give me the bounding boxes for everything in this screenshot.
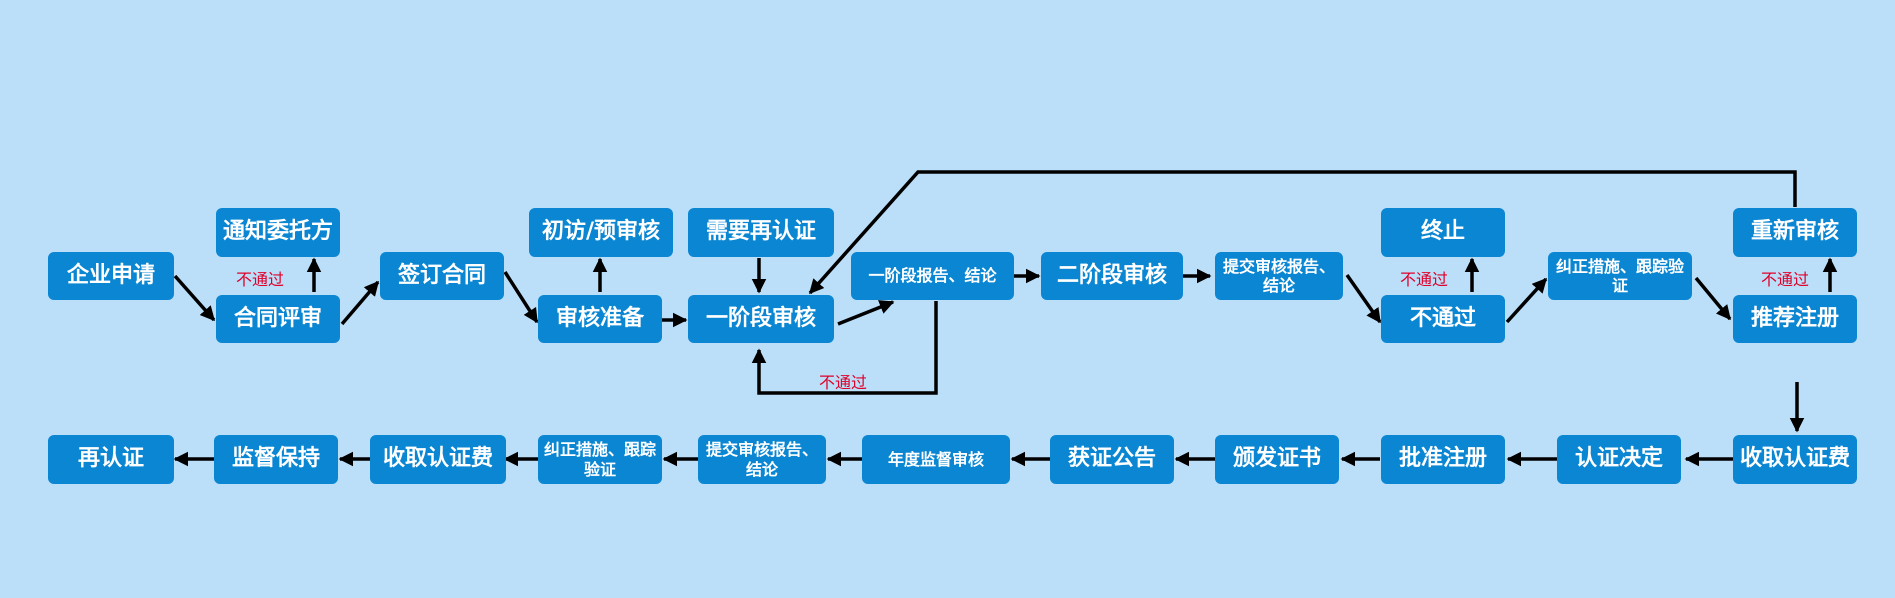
- label-fail-stage1: 不通过: [819, 373, 868, 392]
- node-contract-review: 合同评审: [216, 295, 340, 343]
- node-stage1-report: 一阶段报告、结论: [851, 252, 1014, 300]
- node-approve-registration: 批准注册: [1381, 435, 1505, 484]
- node-sign-contract: 签订合同: [380, 252, 504, 300]
- node-need-recertification: 需要再认证: [688, 208, 834, 257]
- node-failed: 不通过: [1381, 295, 1505, 343]
- arrow-stage1-to-report: [837, 300, 895, 326]
- arrow-report-fail-loop-to-stage1: [751, 301, 938, 395]
- node-certification-decision: 认证决定: [1557, 435, 1681, 484]
- node-corrective-action: 纠正措施、跟踪验证: [1548, 252, 1692, 300]
- arrow-reaudit-loop-to-stage1: [808, 170, 1797, 295]
- node-audit-preparation: 审核准备: [538, 295, 662, 343]
- node-certification-announcement: 获证公告: [1050, 435, 1174, 484]
- node-recertification: 再认证: [48, 435, 174, 484]
- node-submit-report-2: 提交审核报告、结论: [698, 435, 826, 484]
- node-recommend-registration: 推荐注册: [1733, 295, 1857, 343]
- node-collect-fee-2: 收取认证费: [370, 435, 506, 484]
- node-stage2-audit: 二阶段审核: [1041, 252, 1183, 300]
- node-surveillance-maintain: 监督保持: [214, 435, 338, 484]
- node-submit-report: 提交审核报告、结论: [1215, 252, 1343, 300]
- label-fail-contract: 不通过: [236, 270, 285, 289]
- arrow-review-to-contract: [340, 280, 380, 326]
- node-reaudit: 重新审核: [1733, 208, 1857, 257]
- arrow-submit-to-fail: [1345, 273, 1382, 324]
- arrow-fail-to-correct: [1505, 277, 1548, 324]
- node-issue-certificate: 颁发证书: [1215, 435, 1339, 484]
- node-previsit: 初访/预审核: [529, 208, 673, 257]
- node-enterprise-application: 企业申请: [48, 252, 174, 300]
- arrow-apply-to-review: [173, 274, 216, 322]
- label-fail-recommend: 不通过: [1761, 270, 1810, 289]
- arrow-correct-to-recommend: [1694, 276, 1732, 321]
- node-terminate: 终止: [1381, 208, 1505, 257]
- node-stage1-audit: 一阶段审核: [688, 295, 834, 343]
- node-collect-fee: 收取认证费: [1733, 435, 1857, 484]
- node-corrective-action-2: 纠正措施、跟踪验证: [538, 435, 662, 484]
- arrow-contract-to-prepare: [503, 271, 539, 324]
- node-annual-surveillance: 年度监督审核: [862, 435, 1010, 484]
- node-notify-client: 通知委托方: [216, 208, 340, 257]
- label-fail-stop: 不通过: [1400, 270, 1449, 289]
